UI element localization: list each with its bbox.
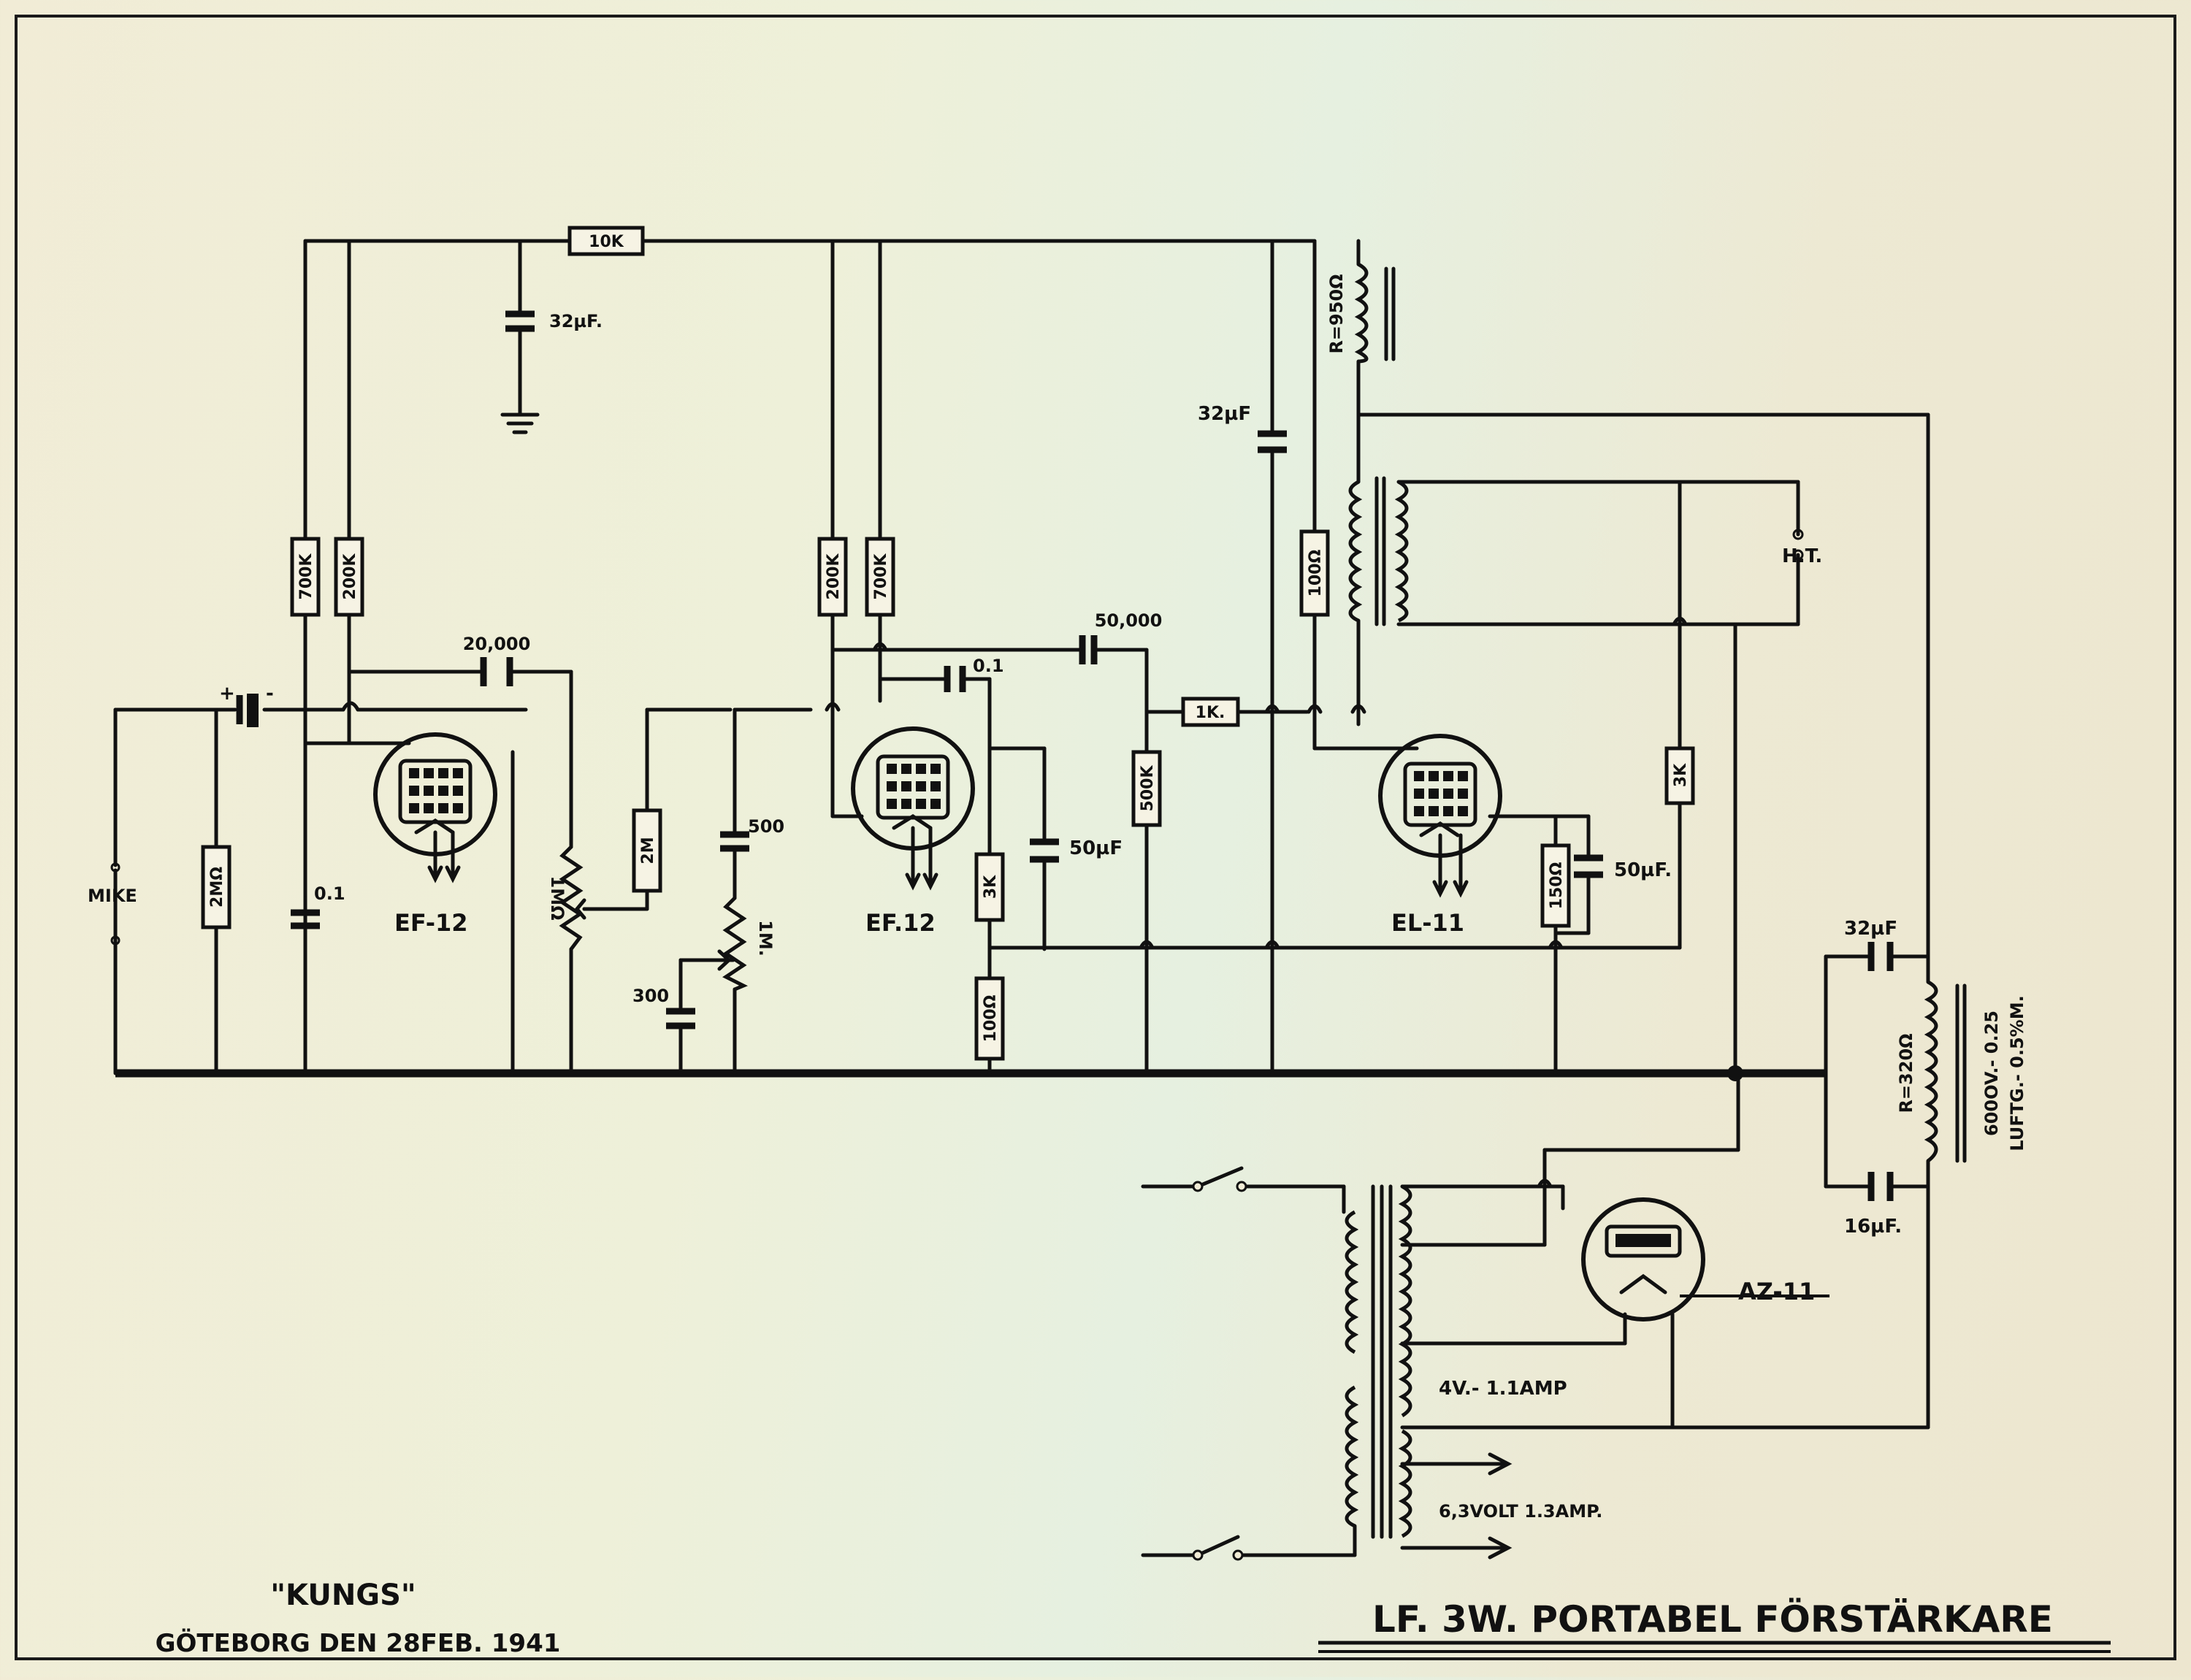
label-c-16uf: 16µF. [1844,1216,1902,1238]
capacitor-01-stage1 [291,896,320,929]
resistor-150ohm [1540,843,1571,928]
resistor-10k [567,226,645,256]
tube-az11 [1581,1197,1705,1322]
label-r-2mohm: 2MΩ [208,867,226,908]
label-minus: - [266,683,274,705]
capacitor-32uf-top [505,310,535,332]
label-choke-spec1: 600OV.- 0.25 [1981,1010,2002,1136]
label-c-50uf-a: 50µF [1069,837,1123,859]
label-plus: + [219,683,235,705]
resistor-3k-stage2 [974,852,1005,922]
label-pot-1m: 1M. [755,920,776,956]
label-winding-63v: 6,3VOLT 1.3AMP. [1439,1501,1602,1522]
capacitor-50uf-stage2 [1030,838,1059,863]
label-c-50uf-b: 50µF. [1614,859,1672,881]
label-choke-950: R=950Ω [1326,274,1347,353]
label-r-100ohm-b: 100Ω [1307,549,1325,597]
label-c-500: 500 [748,816,784,837]
potentiometer-1mohm [559,845,597,951]
ht-terminal-bottom [1792,549,1804,561]
resistor-2mohm [201,845,232,929]
label-r-200k-a: 200K [341,553,359,600]
capacitors [291,310,1894,1201]
label-r-200k-b: 200K [825,553,843,600]
mic-bias-cell [236,694,259,727]
resistors [201,226,1695,1061]
resistor-200k-stage1 [334,537,364,617]
tube-ef12-stage2 [851,726,975,891]
capacitor-32uf-out [1867,942,1894,971]
tube-ef12-stage1 [373,732,497,883]
label-c-50000: 50,000 [1095,610,1163,631]
label-r-700k-b: 700K [872,553,890,600]
resistor-200k-stage2 [817,537,848,617]
label-r-10k: 10K [589,233,624,251]
capacitor-50000 [1079,635,1098,664]
resistor-100ohm-stage3 [1299,529,1330,617]
label-pot-1mohm: 1MΩ [547,876,567,921]
resistor-2m [632,808,662,893]
component-labels: 10K 32µF. 700K 200K 20,000 + - 2MΩ MIKE … [88,233,2027,1522]
label-ht: H.T. [1782,545,1822,567]
capacitor-300 [666,1008,695,1029]
label-r-1k: 1K. [1196,704,1225,722]
label-c-01-b: 0.1 [973,656,1004,676]
mike-terminal-top [110,862,121,872]
choke-950ohm [1354,262,1396,364]
power-transformer [1345,1184,1412,1539]
label-c-01-a: 0.1 [314,883,345,904]
label-r-2m: 2M [639,837,657,864]
place-date: GÖTEBORG DEN 28FEB. 1941 [156,1628,561,1658]
label-tube-el11: EL-11 [1391,909,1464,937]
maker-name: "KUNGS" [270,1579,416,1612]
label-c-300: 300 [632,986,669,1006]
mike-terminal-bottom [110,935,121,946]
tube-el11 [1378,734,1502,898]
resistor-700k-stage1 [290,537,321,617]
label-c-32uf-mid: 32µF [1198,403,1251,425]
label-winding-4v: 4V.- 1.1AMP [1439,1378,1567,1400]
label-c-20000: 20,000 [463,634,531,654]
label-tube-az11: AZ-11 [1738,1278,1815,1305]
resistor-3k-stage3 [1664,746,1695,805]
label-c-32uf-top: 32µF. [549,311,603,331]
label-r-3k-b: 3K [1672,763,1690,787]
capacitor-500 [720,831,749,852]
label-r-3k-a: 3K [982,875,1000,899]
resistor-700k-stage2 [865,537,895,617]
label-tube-ef12-stage1: EF-12 [394,909,468,937]
label-r-100ohm-a: 100Ω [982,994,1000,1042]
label-choke-320: R=320Ω [1896,1033,1916,1113]
label-r-700k-a: 700K [297,553,316,600]
capacitor-01-stage2 [944,666,966,692]
drawing-title: LF. 3W. PORTABEL FÖRSTÄRKARE [1372,1597,2053,1641]
choke-320ohm [1924,980,1967,1163]
resistor-500k [1131,750,1162,827]
label-r-150ohm: 150Ω [1548,862,1566,909]
label-r-500k: 500K [1139,765,1157,812]
capacitor-32uf-mid [1258,430,1287,453]
wiring [113,239,1930,1560]
crossovers [341,616,1688,1189]
resistor-100ohm-stage2 [974,976,1005,1061]
potentiometer-1m [678,896,749,991]
sheet-border [15,15,2176,1660]
capacitor-20000 [480,657,513,686]
label-c-32uf-out: 32µF [1844,918,1897,940]
output-transformer [1348,476,1409,626]
mains-switches [1192,1181,1247,1561]
label-mike: MIKE [88,886,137,906]
capacitor-50uf-stage3 [1574,854,1603,878]
label-tube-ef12-stage2: EF.12 [865,909,936,937]
resistor-1k [1181,697,1240,727]
ht-terminal-top [1792,529,1804,540]
label-choke-spec2: LUFTG.- 0.5%M. [2007,995,2027,1151]
capacitor-16uf [1867,1172,1894,1201]
junctions [1727,1065,1743,1081]
